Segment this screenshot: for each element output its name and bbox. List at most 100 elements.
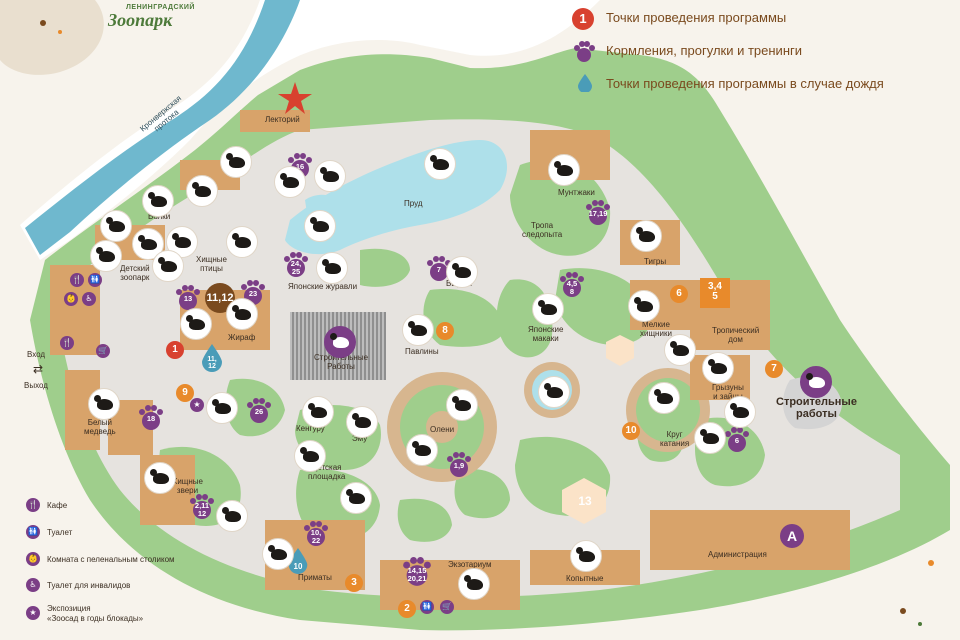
- point-3-4-5[interactable]: 3,4 5: [700, 278, 730, 308]
- sheep-icon: [152, 250, 184, 282]
- drop-icon: [202, 344, 222, 372]
- cart-icon[interactable]: 🛒: [96, 344, 110, 358]
- fork-knife-icon: 🍴: [26, 498, 40, 512]
- wheelchair-icon[interactable]: ♿: [82, 292, 96, 306]
- tiger-icon: [630, 220, 662, 252]
- rain-marker-10[interactable]: 10: [288, 548, 308, 574]
- fork-knife-icon[interactable]: 🍴: [60, 336, 74, 350]
- paw-label: 16: [295, 162, 305, 171]
- label-tigers: Тигры: [644, 257, 667, 266]
- legend-programme-points: Точки проведения программы: [606, 10, 787, 25]
- drop-icon: [288, 548, 308, 574]
- moose-icon: [406, 434, 438, 466]
- paw-marker-4-5-8[interactable]: 4,5 8: [559, 272, 585, 298]
- llama-icon: [570, 540, 602, 572]
- label-emu: Эму: [352, 434, 368, 443]
- swan-icon: [340, 482, 372, 514]
- label-playground: Детская площадка: [308, 463, 346, 481]
- bear-icon: [88, 388, 120, 420]
- paw-marker-14-15-20-21[interactable]: 14,15 20,21: [402, 557, 432, 587]
- legend-rain: Точки проведения программы в случае дожд…: [606, 76, 884, 91]
- reindeer-icon: [446, 389, 478, 421]
- toilet-icon[interactable]: 🚻: [88, 273, 102, 287]
- label-kids-zoo: Детский зоопарк: [120, 264, 150, 282]
- entrance-exit-arrows[interactable]: ⇄: [33, 362, 44, 376]
- star-icon: ★: [26, 606, 40, 620]
- paw-marker-2-11-12[interactable]: 2,11 12: [189, 494, 215, 520]
- fountain-icon: [294, 440, 326, 472]
- decor-dot: [900, 608, 906, 614]
- logo: ЛЕНИНГРАДСКИЙ Зоопарк: [108, 4, 195, 29]
- hexagon-small: [606, 335, 634, 366]
- wheelchair-icon: ♿: [26, 578, 40, 592]
- label-japanese-macaques: Японские макаки: [528, 325, 564, 343]
- paw-marker-6[interactable]: 6: [724, 427, 750, 453]
- construction-worker-icon: [324, 326, 356, 358]
- label-trail: Тропа следопыта: [522, 221, 563, 239]
- label-small-predators: Мелкие хищники: [640, 320, 672, 338]
- seal-icon: [538, 376, 570, 408]
- paw-marker-23[interactable]: 23: [240, 280, 266, 306]
- paw-label: 13: [183, 294, 193, 303]
- paw-marker-10-22[interactable]: 10, 22: [303, 521, 329, 547]
- fork-knife-icon[interactable]: 🍴: [70, 273, 84, 287]
- muntjac-icon: [548, 154, 580, 186]
- paw-label: 3: [404, 512, 430, 520]
- point-10[interactable]: 10: [622, 422, 640, 440]
- legend-exhibition: Экспозиция «Зоосад в годы блокады»: [47, 604, 144, 623]
- legend-programme-marker: 1: [572, 8, 594, 30]
- point-9[interactable]: 9: [176, 384, 194, 402]
- rain-label: 11, 12: [207, 356, 217, 370]
- point-13[interactable]: 13: [578, 494, 592, 508]
- logo-line2: Зоопарк: [108, 10, 173, 30]
- mongoose-icon: [628, 290, 660, 322]
- stork-icon: [274, 166, 306, 198]
- label-primates: Приматы: [298, 573, 332, 582]
- label-administration: Администрация: [708, 550, 767, 559]
- paw-label: 7: [436, 265, 442, 274]
- paw-label: 10, 22: [310, 528, 322, 545]
- goat-icon: [90, 240, 122, 272]
- point-2[interactable]: 2: [398, 600, 416, 618]
- paw-label: 14,15 20,21: [407, 566, 427, 583]
- baby-icon[interactable]: 👶: [64, 292, 78, 306]
- paw-marker-13[interactable]: 13: [175, 285, 201, 311]
- label-muntjacs: Мунтжаки: [558, 188, 595, 197]
- paw-marker-1-9[interactable]: 1,9: [446, 452, 472, 478]
- paw-icon: [139, 405, 163, 430]
- toilet-icon[interactable]: 🚻: [420, 600, 434, 614]
- star-icon[interactable]: ★: [190, 398, 204, 412]
- bird-icon: [186, 175, 218, 207]
- point-8[interactable]: 8: [436, 322, 454, 340]
- paw-label: 1,9: [453, 461, 465, 470]
- cart-icon[interactable]: 🛒: [440, 600, 454, 614]
- paw-label: 2,11 12: [194, 501, 210, 518]
- pelican-icon: [314, 160, 346, 192]
- owl-icon: [220, 146, 252, 178]
- paths-area: [60, 119, 900, 598]
- lion-icon: [216, 500, 248, 532]
- rain-marker-11-12[interactable]: 11, 12: [202, 344, 222, 372]
- label-peacocks: Павлины: [405, 347, 439, 356]
- paw-icon: [284, 252, 308, 277]
- legend-cafe: Кафе: [47, 501, 68, 510]
- label-hoofed: Копытные: [566, 574, 604, 583]
- label-carousel: Круг катания: [660, 430, 690, 448]
- paw-marker-26[interactable]: 26: [246, 398, 272, 424]
- paw-marker-17-19[interactable]: 17,19: [585, 200, 611, 226]
- label-tropical-house: Тропический дом: [712, 326, 760, 344]
- label-exit: Выход: [24, 381, 48, 390]
- toilet-icon: 🚻: [26, 525, 40, 539]
- hexagon-13: [562, 478, 606, 524]
- point-6[interactable]: 6: [670, 285, 688, 303]
- paw-marker-18[interactable]: 18: [138, 405, 164, 431]
- label-predatory-beasts: Хищные звери: [172, 477, 204, 495]
- legend-drop-icon: [578, 74, 592, 93]
- legend-toilet: Туалет: [47, 528, 73, 537]
- paw-label: 24, 25: [290, 259, 302, 276]
- label-pond: Пруд: [404, 199, 423, 208]
- point-1[interactable]: 1: [166, 341, 184, 359]
- paw-marker-24-25[interactable]: 24, 25: [283, 252, 309, 278]
- point-7[interactable]: 7: [765, 360, 783, 378]
- point-3[interactable]: 3: [345, 574, 363, 592]
